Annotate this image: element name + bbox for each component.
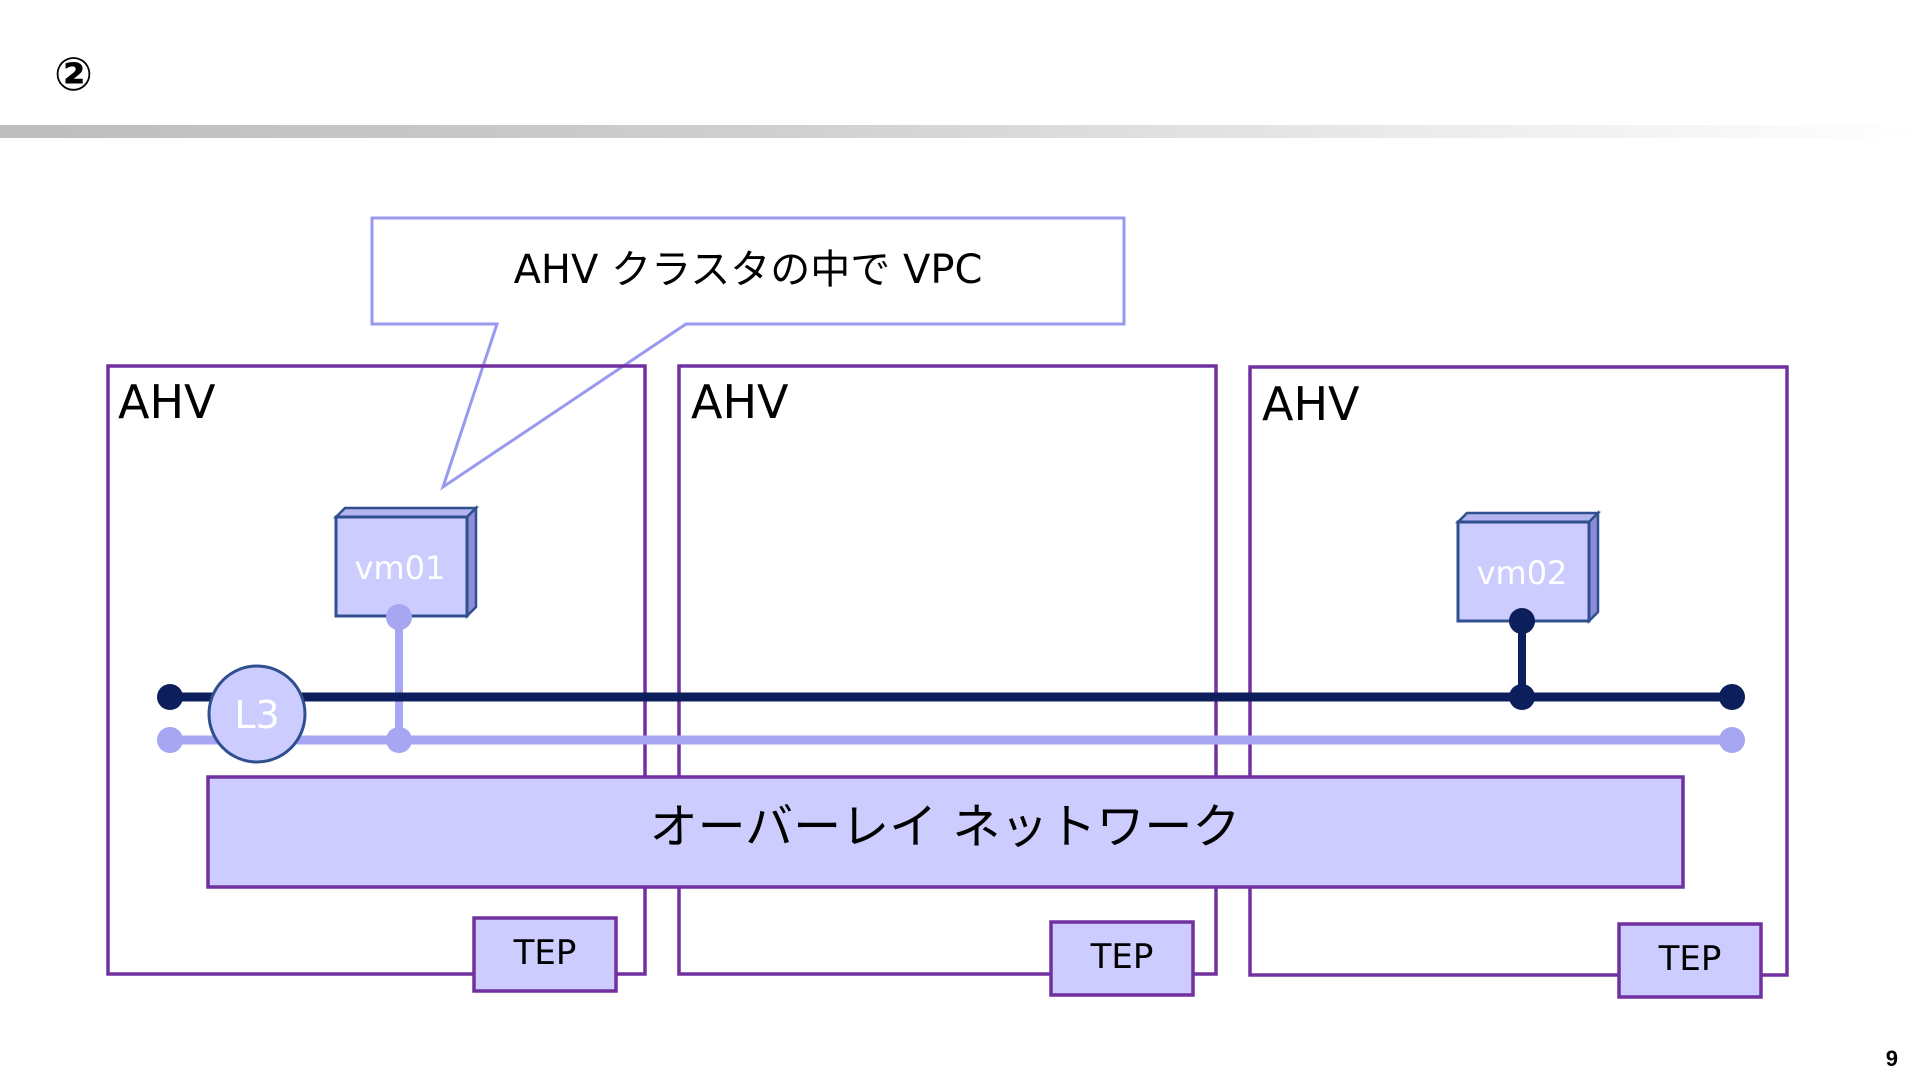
vm02-link-bottom-dot [1509,684,1535,710]
host-1-label: AHV [118,375,216,429]
callout-text: AHV クラスタの中で VPC [514,247,983,293]
l3-router: L3 [207,664,307,764]
overlay-network-bar [206,775,1685,889]
host-2-label: AHV [691,375,789,429]
l3-router-icon [207,664,307,764]
page-number: 9 [1885,1046,1898,1071]
host-2: AHV [677,364,1218,976]
slide-title: ② [54,47,93,101]
host-2-frame [677,364,1218,976]
overlay-network-label: オーバーレイ ネットワーク [650,799,1241,855]
overlay-network: オーバーレイ ネットワーク [206,775,1685,889]
tep-3-label: TEP [1658,939,1722,979]
light-network-end-right [1719,727,1745,753]
vm01-link-bottom-dot [386,727,412,753]
vm01-label: vm01 [355,549,446,587]
tep-2-label: TEP [1090,937,1154,977]
light-network-end-left [157,727,183,753]
vm02-box-icon [1456,520,1591,623]
tep-3: TEP [1617,922,1763,999]
vm02-label: vm02 [1477,554,1568,592]
dark-network-end-left [157,684,183,710]
host-3-label: AHV [1262,377,1360,431]
dark-network [157,684,1745,710]
vm01-box-icon [334,515,469,618]
host-1: AHV [106,364,647,976]
vm01-port [386,604,412,630]
host-3: AHV [1248,365,1789,977]
tep-2-box [1049,920,1195,997]
title-divider [0,125,1920,138]
callout-shape [370,216,1126,491]
vm01: vm01 [332,504,480,620]
tep-1-label: TEP [513,933,577,973]
tep-1: TEP [472,916,618,993]
callout: AHV クラスタの中で VPC [370,216,1126,491]
tep-3-box [1617,922,1763,999]
tep-2: TEP [1049,920,1195,997]
host-3-frame [1248,365,1789,977]
vm02-link-top-dot [1509,608,1535,634]
vm02: vm02 [1454,509,1602,625]
l3-router-label: L3 [234,693,279,737]
dark-network-end-right [1719,684,1745,710]
tep-1-box [472,916,618,993]
host-1-frame [106,364,647,976]
